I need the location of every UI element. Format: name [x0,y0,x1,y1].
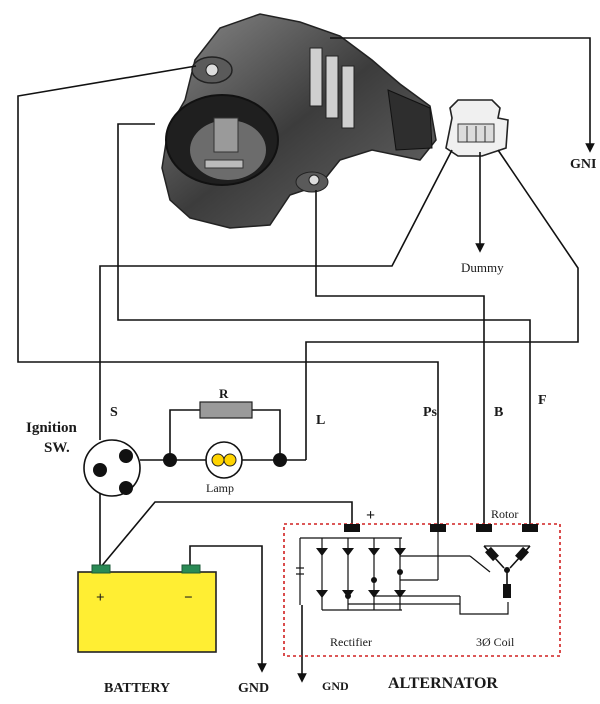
ps-label: Ps [423,405,438,420]
resistor [199,401,253,419]
ignition-switch [83,439,141,497]
wires [17,37,595,683]
l-label: L [316,413,325,428]
battery-minus-label: − [184,590,193,606]
lamp-icon [205,441,243,479]
ps-terminal [430,524,446,532]
rectifier-diodes [316,548,406,599]
sw-label: SW. [44,440,70,456]
dummy-connector [445,99,509,157]
lamp-label: Lamp [206,481,234,495]
voltage-regulator [161,13,437,229]
rotor-label: Rotor [491,507,518,521]
alternator [283,523,561,657]
rotor-left-terminal [476,524,492,532]
gnd-rectifier-label: GND [322,679,349,693]
gnd-top-label: GNI [570,157,596,172]
battery [77,564,217,653]
alternator-label: ALTERNATOR [388,675,498,692]
gnd-battery-label: GND [238,681,269,696]
battery-label: BATTERY [104,681,170,696]
rectifier-bridge [296,528,530,615]
ignition-label: Ignition [26,420,78,436]
s-label: S [110,405,118,420]
r-label: R [219,386,229,401]
dummy-label: Dummy [461,260,504,275]
battery-plus-label: + [96,590,105,606]
rectifier-plus-terminal [344,524,360,532]
b-label: B [494,405,503,420]
rectifier-label: Rectifier [330,635,372,649]
rotor-right-terminal [522,524,538,532]
coil-label: 3Ø Coil [476,635,515,649]
f-label: F [538,393,547,408]
diagram-labels: GNI Dummy Ignition SW. S R L Ps B F Lamp… [26,157,596,696]
plus-label: + [366,507,375,524]
